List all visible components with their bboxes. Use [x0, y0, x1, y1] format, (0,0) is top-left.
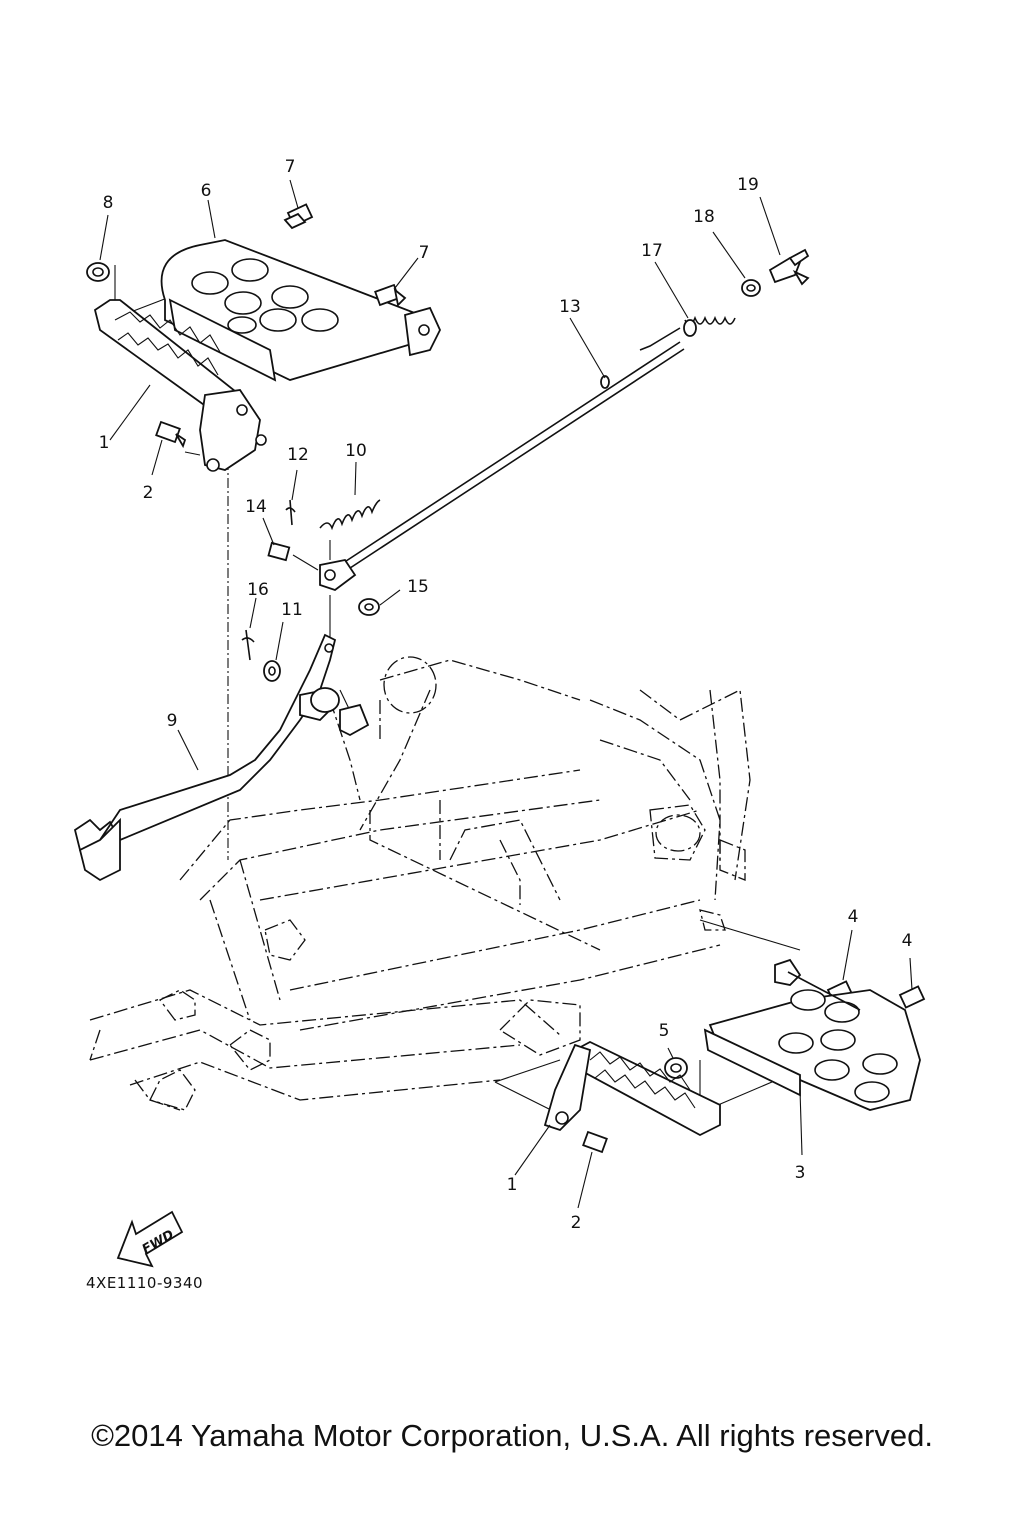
callout-4-left: 4	[848, 907, 859, 927]
callout-10: 10	[345, 441, 367, 461]
brake-pedal	[73, 633, 370, 882]
callout-9: 9	[167, 711, 178, 731]
callout-13: 13	[559, 297, 581, 317]
callout-19: 19	[737, 175, 759, 195]
copyright-notice: ©2014 Yamaha Motor Corporation, U.S.A. A…	[91, 1418, 933, 1453]
callout-leaders	[99, 179, 913, 1209]
diagram-code: 4XE1110-9340	[86, 1274, 204, 1292]
callout-7-top: 7	[285, 157, 296, 177]
fwd-arrow-icon: FWD	[116, 1210, 184, 1268]
callout-3: 3	[795, 1163, 806, 1183]
footrest-right	[703, 958, 921, 1111]
callout-8: 8	[103, 193, 114, 213]
callout-18: 18	[693, 207, 715, 227]
callout-16: 16	[247, 580, 269, 600]
callout-11: 11	[281, 600, 303, 620]
callout-6: 6	[201, 181, 212, 201]
callout-1-upper: 1	[99, 433, 110, 453]
callout-4-right: 4	[902, 931, 913, 951]
callout-7-right: 7	[419, 243, 430, 263]
callout-2-lower: 2	[571, 1213, 582, 1233]
callout-15: 15	[407, 577, 429, 597]
callout-12: 12	[287, 445, 309, 465]
callout-5: 5	[659, 1021, 670, 1041]
footpeg-bracket-upper	[93, 299, 267, 472]
callout-1-lower: 1	[507, 1175, 518, 1195]
footpeg-bracket-lower	[543, 1040, 721, 1137]
callout-2-upper: 2	[143, 483, 154, 503]
hardware	[86, 203, 926, 1154]
callout-17: 17	[641, 241, 663, 261]
footrest-left	[160, 239, 441, 382]
callout-14: 14	[245, 497, 267, 517]
callout-numbers: 1 2 6 7 7 8 9 10 11 12 13 14 15 16 17 18…	[99, 157, 913, 1233]
brake-rod	[319, 327, 685, 592]
frame	[89, 656, 751, 1111]
